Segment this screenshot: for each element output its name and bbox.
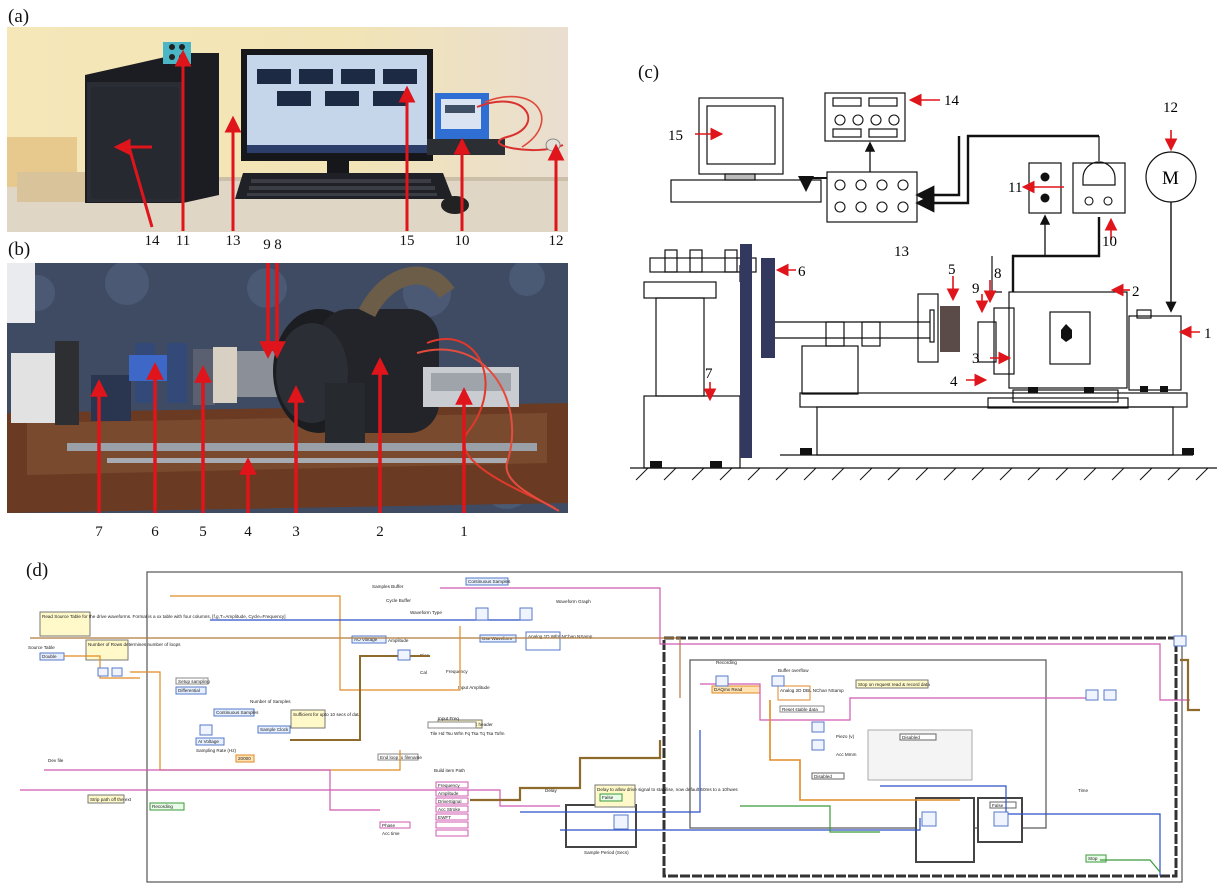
computer-keyboard-base — [671, 180, 821, 202]
c-num-7: 7 — [705, 366, 713, 382]
panel-b-photo — [7, 263, 568, 513]
lv-waveform-graph: Waveform Graph — [556, 599, 591, 604]
lv-continuous: Continuous Samples — [216, 710, 259, 715]
callout-b-7: 7 — [84, 524, 114, 541]
lv-ewft: EWFT — [438, 815, 451, 820]
c-num-2: 2 — [1132, 284, 1140, 300]
callout-a-13: 13 — [218, 233, 248, 250]
c-num-10: 10 — [1102, 234, 1117, 250]
lv-sample-period: Sample Period (Secs) — [584, 850, 629, 855]
panel-a-photo — [7, 27, 568, 232]
lv-phase: Phase — [382, 823, 395, 828]
lv-piezo: Piezo (v) — [836, 734, 855, 739]
lv-build-item: Build item Path — [434, 768, 465, 773]
c-motor-symbol: M — [1162, 168, 1179, 189]
box-11 — [1029, 163, 1061, 213]
lv-end-loop: End loop to filename — [380, 755, 422, 760]
c-num-9: 9 — [972, 281, 980, 297]
lv-waveform-type: Waveform Type — [410, 610, 442, 615]
lv-reset-stable: Reset stable data — [782, 707, 818, 712]
c-num-3: 3 — [972, 351, 980, 367]
lv-sample-clock: Sample Clock — [260, 727, 289, 732]
callout-b-1: 1 — [449, 524, 479, 541]
callout-a-10: 10 — [447, 233, 477, 250]
lv-dev-file: Dev file — [48, 758, 64, 763]
lv-amplitude-l: Amplitude — [438, 791, 459, 796]
lv-comment-read-source: Read Source Table for the drive waveform… — [42, 614, 286, 619]
lv-daqmx-read: DAQmx Read — [714, 687, 743, 692]
lv-sampling-rate: Sampling Rate (Hz) — [196, 748, 237, 753]
c-num-4: 4 — [950, 374, 958, 390]
lv-frequency: Frequency — [446, 669, 468, 674]
lv-comment-delay: Delay to allow drive signal to stabilise… — [597, 787, 738, 792]
callout-b-5: 5 — [188, 524, 218, 541]
c-num-5: 5 — [948, 262, 956, 278]
callout-b-4: 4 — [233, 524, 263, 541]
c-num-8: 8 — [994, 266, 1002, 282]
lv-drive-signal: DriveSignal — [438, 799, 462, 804]
box-10 — [1073, 163, 1125, 213]
c-num-11: 11 — [1008, 180, 1022, 196]
c-num-1: 1 — [1204, 326, 1212, 342]
lv-amplitude: Amplitude — [388, 638, 409, 643]
box-14 — [825, 93, 905, 141]
panel-b-label: (b) — [8, 239, 30, 261]
c-num-12: 12 — [1163, 100, 1178, 116]
panel-d-block-diagram: Read Source Table for the drive waveform… — [0, 560, 1217, 886]
lv-header-cols: Tile Hd Tsu Wfm Fq Tsa Tq Tsa Tofm — [430, 731, 505, 736]
lv-differential: Differential — [178, 688, 200, 693]
lv-cal: Cal — [420, 670, 427, 675]
lv-disabled-a: Disabled — [814, 774, 832, 779]
lv-source-table: Source Table — [28, 645, 55, 650]
callout-a-14: 14 — [137, 233, 167, 250]
callout-a-15: 15 — [392, 233, 422, 250]
lv-comment-buffer: Sufficient for upto 10 secs of data — [293, 712, 362, 717]
callout-a-12: 12 — [541, 233, 571, 250]
lv-disabled-b: Disabled — [902, 735, 920, 740]
lv-buffer-overflow: Buffer overflow — [778, 668, 809, 673]
lv-sampling-rate-val: 20000 — [238, 756, 251, 761]
computer-monitor — [699, 98, 783, 174]
panel-a-label: (a) — [8, 6, 29, 28]
lv-input-freq: Input Freq — [438, 716, 459, 721]
lv-setup-sampling: Setup sampling — [178, 679, 210, 684]
lv-false-case: False — [992, 803, 1004, 808]
callout-b-6: 6 — [140, 524, 170, 541]
lv-acc-time: Acc time — [382, 831, 400, 836]
lv-acc-stroke: Acc Stroke — [438, 807, 461, 812]
lv-cycle-buffer: Cycle Buffer — [386, 598, 411, 603]
lv-comment-stop: Stop on request read & record data — [858, 682, 930, 687]
lv-recording2: Recording — [716, 660, 737, 665]
lv-input-amplitude: Input Amplitude — [458, 685, 490, 690]
lv-comment-num-rows: Number of Rows determines number of loop… — [88, 642, 181, 647]
lv-stop: Stop — [1088, 856, 1098, 861]
callout-b-2: 2 — [365, 524, 395, 541]
lv-time: Time — [1078, 788, 1088, 793]
lv-num-samples: Number of Samples — [250, 699, 291, 704]
lv-double: Double — [42, 654, 57, 659]
c-num-15: 15 — [668, 128, 683, 144]
callout-b-3: 3 — [281, 524, 311, 541]
lv-ai-voltage: AI Voltage — [198, 739, 219, 744]
panel-c-diagram: 15 14 12 11 10 13 6 5 9 8 2 7 3 4 1 M — [630, 60, 1217, 490]
c-num-6: 6 — [798, 264, 806, 280]
c-num-14: 14 — [944, 93, 960, 109]
lv-freq-l: Frequency — [438, 783, 460, 788]
lv-analog-2d: Analog 2D DBL NChan NSamp — [780, 688, 844, 693]
lv-cont-samples-2: Continuous Samples — [468, 579, 511, 584]
callout-b-8: 8 — [263, 237, 293, 254]
lv-comment-strip: Strip path off the ext — [90, 797, 132, 802]
lv-samples-buffer: Samples Buffer — [372, 584, 404, 589]
callout-a-11: 11 — [168, 233, 198, 250]
c-num-13: 13 — [894, 244, 909, 260]
lv-false-const: False — [602, 795, 614, 800]
lv-acc-mmm: Acc Mmm — [836, 752, 857, 757]
lv-recording-ind: Recording — [152, 804, 173, 809]
